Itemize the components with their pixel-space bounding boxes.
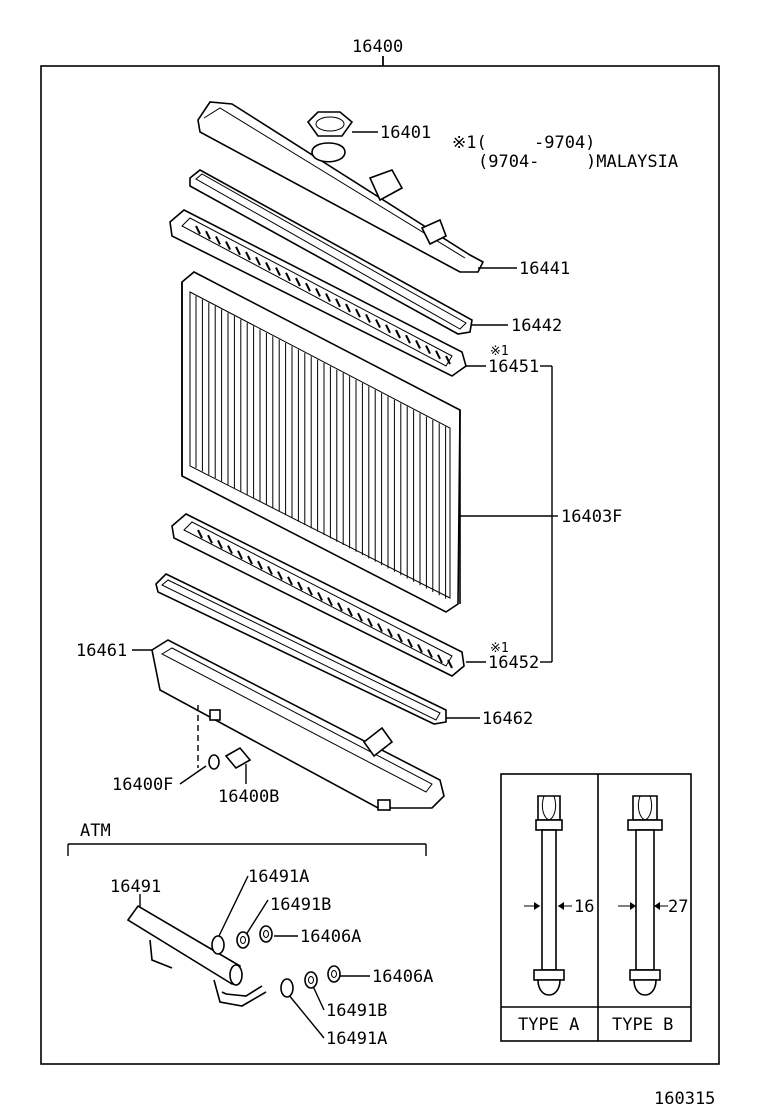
hatch-line xyxy=(425,345,431,355)
hatch-line xyxy=(435,350,441,360)
note-line2-start: (9704- xyxy=(478,152,539,172)
hatch-line xyxy=(255,256,261,266)
hatch-line xyxy=(237,550,243,560)
hatch-line xyxy=(407,638,413,648)
illustration-code: 160315 xyxy=(654,1089,715,1109)
hatch-line xyxy=(367,617,373,627)
hatch-line xyxy=(325,293,331,303)
part-16491B-label-2: 16491B xyxy=(326,1001,387,1021)
hatch-line xyxy=(337,602,343,612)
part-16451-mark: ※1 xyxy=(490,344,509,359)
hatch-line xyxy=(287,576,293,586)
hatch-line xyxy=(445,355,451,365)
part-16403F-label: 16403F xyxy=(561,507,622,527)
lower-tank xyxy=(151,639,445,811)
hatch-line xyxy=(375,319,381,329)
hatch-line xyxy=(267,565,273,575)
part-16491A-label-2: 16491A xyxy=(326,1029,387,1049)
leader-lines xyxy=(67,56,558,1039)
hatch-line xyxy=(205,230,211,240)
hatch-line xyxy=(317,591,323,601)
hatch-line xyxy=(355,308,361,318)
hatch-line xyxy=(197,529,203,539)
drain-cock-parts xyxy=(197,705,252,770)
radiator-cap xyxy=(306,111,354,137)
radiator-core xyxy=(181,271,461,613)
hatch-line xyxy=(365,313,371,323)
hatch-line xyxy=(397,633,403,643)
type-a-dimension: 16 xyxy=(574,897,594,917)
lower-gasket xyxy=(155,573,447,725)
hatch-line xyxy=(377,623,383,633)
type-a-label: TYPE A xyxy=(518,1015,579,1035)
upper-gasket xyxy=(189,169,473,335)
hatch-line xyxy=(405,334,411,344)
hatch-line xyxy=(217,539,223,549)
lower-core-plate xyxy=(171,513,465,677)
note-line1-end: -9704) xyxy=(534,133,595,153)
part-16462-label: 16462 xyxy=(482,709,533,729)
part-16491A-label-1: 16491A xyxy=(248,867,309,887)
type-b-hose xyxy=(618,795,668,996)
note-line2-end: )MALAYSIA xyxy=(586,152,678,172)
hatch-line xyxy=(235,246,241,256)
part-16451-label: 16451 xyxy=(488,357,539,377)
hatch-line xyxy=(415,339,421,349)
part-16401-label: 16401 xyxy=(380,123,431,143)
hatch-line xyxy=(417,643,423,653)
hatch-line xyxy=(385,324,391,334)
hatch-line xyxy=(207,534,213,544)
main-frame xyxy=(40,65,720,1065)
hatch-line xyxy=(195,225,201,235)
hatch-line xyxy=(285,272,291,282)
hatch-line xyxy=(275,267,281,277)
part-16461-label: 16461 xyxy=(76,641,127,661)
hatch-line xyxy=(357,612,363,622)
part-16491-label: 16491 xyxy=(110,877,161,897)
hatch-line xyxy=(247,555,253,565)
part-16452-label: 16452 xyxy=(488,653,539,673)
part-16400F-label: 16400F xyxy=(112,775,173,795)
hatch-line xyxy=(437,654,443,664)
hatch-line xyxy=(305,282,311,292)
hatch-line xyxy=(257,560,263,570)
part-16406A-label-1: 16406A xyxy=(300,927,361,947)
type-a-hose xyxy=(524,795,572,996)
hatch-line xyxy=(447,659,453,669)
part-16491B-label-1: 16491B xyxy=(270,895,331,915)
part-16441-label: 16441 xyxy=(519,259,570,279)
assembly-number-label: 16400 xyxy=(352,37,403,57)
hatch-line xyxy=(277,571,283,581)
hatch-line xyxy=(427,649,433,659)
hatch-line xyxy=(395,329,401,339)
part-16442-label: 16442 xyxy=(511,316,562,336)
type-b-dimension: 27 xyxy=(668,897,688,917)
hatch-line xyxy=(387,628,393,638)
hatch-line xyxy=(297,581,303,591)
part-16400B-label: 16400B xyxy=(218,787,279,807)
part-16452-mark: ※1 xyxy=(490,641,509,656)
hatch-line xyxy=(327,597,333,607)
note-line1-mark: ※1( xyxy=(452,133,487,153)
hatch-line xyxy=(347,607,353,617)
hatch-line xyxy=(345,303,351,313)
hose-type-box xyxy=(500,773,692,1042)
atm-title: ATM xyxy=(80,821,111,841)
hatch-line xyxy=(295,277,301,287)
part-16406A-label-2: 16406A xyxy=(372,967,433,987)
hatch-line xyxy=(335,298,341,308)
atm-cooler-pipe xyxy=(126,904,267,1007)
hatch-line xyxy=(315,287,321,297)
upper-tank xyxy=(197,101,485,273)
atm-rings xyxy=(211,925,341,998)
hatch-line xyxy=(215,235,221,245)
hatch-line xyxy=(265,261,271,271)
type-b-label: TYPE B xyxy=(612,1015,673,1035)
hatch-line xyxy=(227,545,233,555)
hatch-line xyxy=(245,251,251,261)
hatch-line xyxy=(225,241,231,251)
hatch-line xyxy=(307,586,313,596)
